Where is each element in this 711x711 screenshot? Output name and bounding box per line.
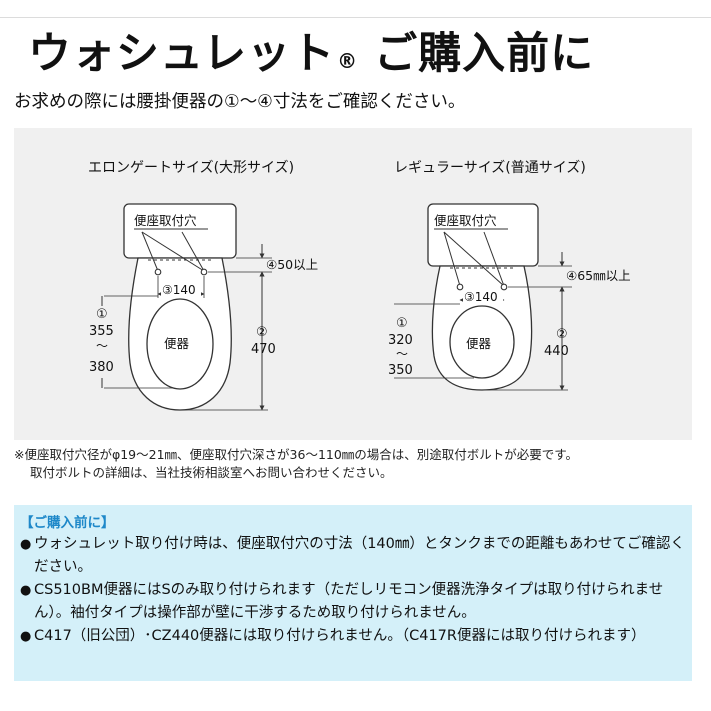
elongated-dim2-value: 470 [251,342,276,357]
regular-dim2-value: 440 [544,344,569,359]
regular-hole-label: 便座取付穴 [434,213,497,228]
elongated-diagram: エロンゲートサイズ(大形サイズ) 便座取付穴 便器 ③140 [88,160,318,411]
elongated-hole-pointer-cross [141,231,205,272]
elongated-hole-pointer-left [141,231,159,272]
regular-dim1-top: 320 [388,333,413,348]
top-divider [0,17,711,18]
regular-dim1-mark: ① [396,316,408,331]
purchase-info-item: ウォシュレット取り付け時は、便座取付穴の寸法（140㎜）とタンクまでの距離もあわ… [20,533,686,579]
elongated-dim3-label: ③140 [162,283,196,297]
regular-hole-pointer-left [443,231,461,287]
regular-dim1-bottom: 350 [388,363,413,378]
elongated-hole-left [154,268,162,276]
regular-dim3-label-bg [463,291,503,304]
purchase-info-box: 【ご購入前に】 ウォシュレット取り付け時は、便座取付穴の寸法（140㎜）とタンク… [14,505,692,681]
regular-hole-pointer-right [483,231,505,287]
page-title: ウォシュレット® ご購入前に [28,24,594,84]
purchase-info-list: ウォシュレット取り付け時は、便座取付穴の寸法（140㎜）とタンクまでの距離もあわ… [20,533,686,648]
elongated-heading: エロンゲートサイズ(大形サイズ) [88,160,294,176]
regular-hole-left [456,283,464,291]
page-subtitle: お求めの際には腰掛便器の①～④寸法をご確認ください。 [14,92,466,112]
regular-hole-right [500,283,508,291]
regular-dim1-sep: ～ [396,347,408,361]
dimension-diagram: エロンゲートサイズ(大形サイズ) 便座取付穴 便器 ③140 [14,128,692,440]
regular-dim4-label: ④65㎜以上 [566,268,631,283]
elongated-dim4-label: ④50以上 [266,257,318,272]
elongated-dim2-mark: ② [256,325,268,340]
elongated-hole-pointer-right [181,231,205,272]
regular-diagram: レギュラーサイズ(普通サイズ) 便座取付穴 便器 ③140 ④65㎜以上 [388,160,631,391]
regular-bowl-label: 便器 [466,336,492,351]
purchase-info-item: CS510BM便器にはSのみ取り付けられます（ただしリモコン便器洗浄タイプは取り… [20,579,686,625]
elongated-dim3-label-bg [161,284,201,297]
title-suffix: ご購入前に [374,29,595,79]
elongated-bowl-label: 便器 [164,336,190,351]
regular-bowl-inner [449,305,515,379]
elongated-dim1-mark: ① [96,307,108,322]
regular-hole-pointer-cross [443,231,505,287]
regular-dim2-mark: ② [556,327,568,342]
footnote-line-2: 取付ボルトの詳細は、当社技術相談室へお問い合わせください。 [30,465,393,480]
purchase-info-item: C417（旧公団）･CZ440便器には取り付けられません。（C417R便器には取… [20,625,686,648]
elongated-dim1-bottom: 380 [89,360,114,375]
toilet-diagrams-svg: エロンゲートサイズ(大形サイズ) 便座取付穴 便器 ③140 [88,160,631,411]
regular-dim3-label: ③140 [464,290,498,304]
title-main: ウォシュレット [28,29,336,79]
elongated-hole-right [200,268,208,276]
elongated-dim1-sep: ～ [96,339,108,353]
registered-mark: ® [337,48,359,73]
purchase-info-heading: 【ご購入前に】 [20,515,115,531]
footnote-line-1: ※便座取付穴径がφ19～21㎜、便座取付穴深さが36～110㎜の場合は、別途取付… [14,447,579,462]
elongated-bowl-inner [146,298,214,390]
regular-heading: レギュラーサイズ(普通サイズ) [394,160,586,176]
elongated-hole-label: 便座取付穴 [134,213,197,228]
elongated-dim1-top: 355 [89,324,114,339]
